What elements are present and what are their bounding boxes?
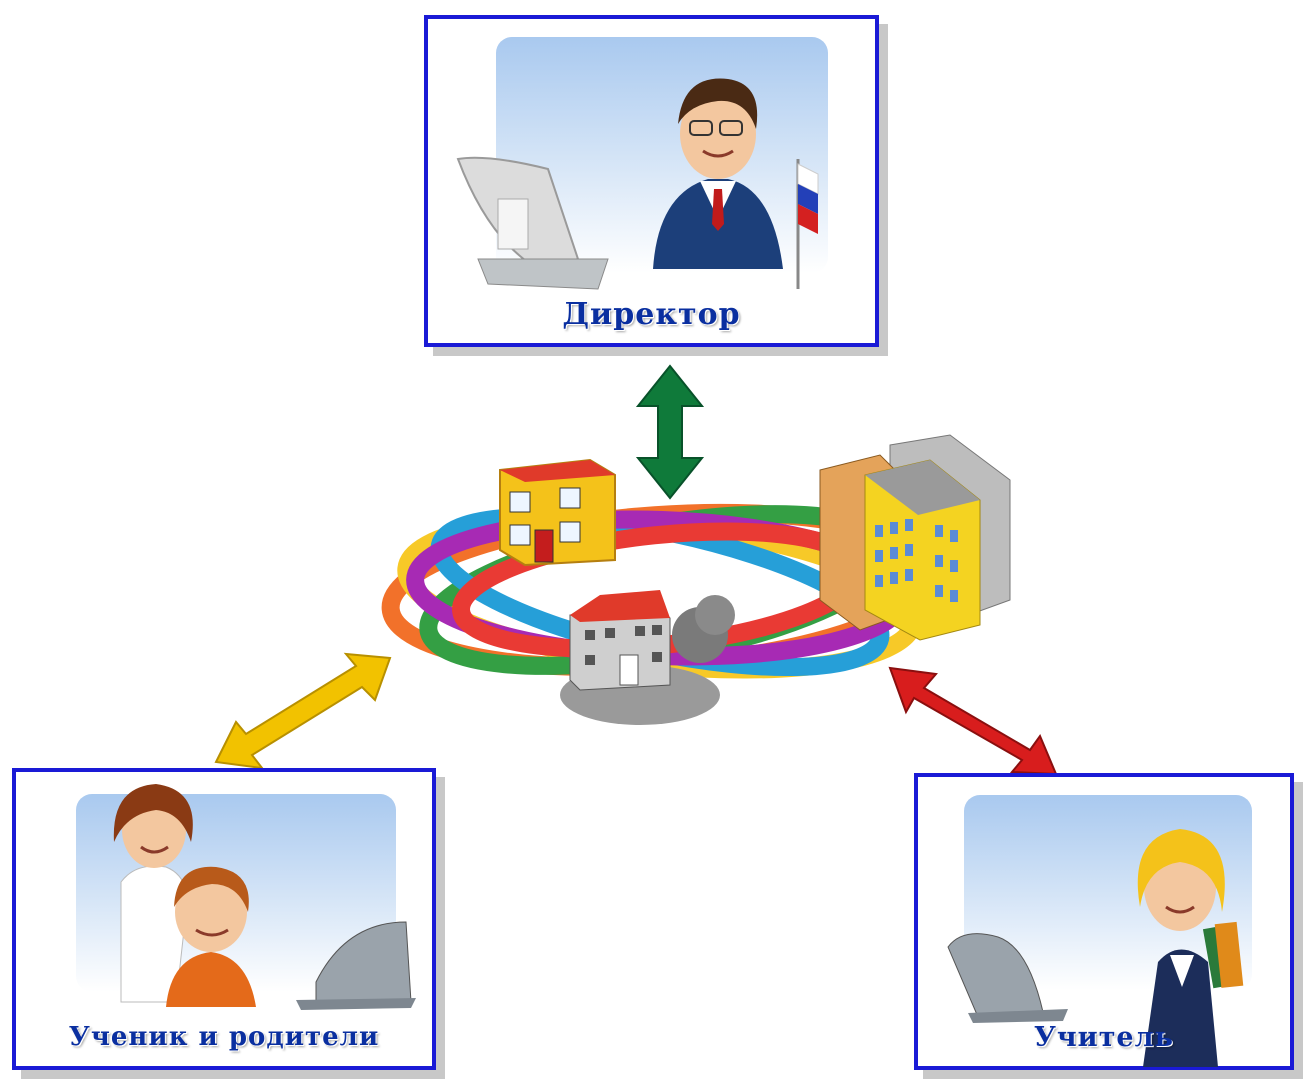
student-parent-illustration [113,784,416,1010]
double-arrow-icon [214,652,392,770]
student-parents-label: Ученик и родители [68,1022,380,1052]
gray-school-icon [560,590,735,725]
teacher-label: Учитель [1034,1022,1174,1053]
director-label: Директор [562,297,741,332]
student-parents-card: Ученик и родители [12,768,436,1070]
double-arrow-icon [888,666,1058,776]
director-illustration [456,78,819,290]
teacher-illustration [947,829,1244,1067]
school-building-icon [499,458,616,567]
teacher-card: Учитель [914,773,1294,1070]
director-card: Директор [424,15,879,347]
office-buildings-icon [819,434,1011,641]
double-arrow-icon [635,364,705,500]
school-network-illustration [381,434,1011,725]
